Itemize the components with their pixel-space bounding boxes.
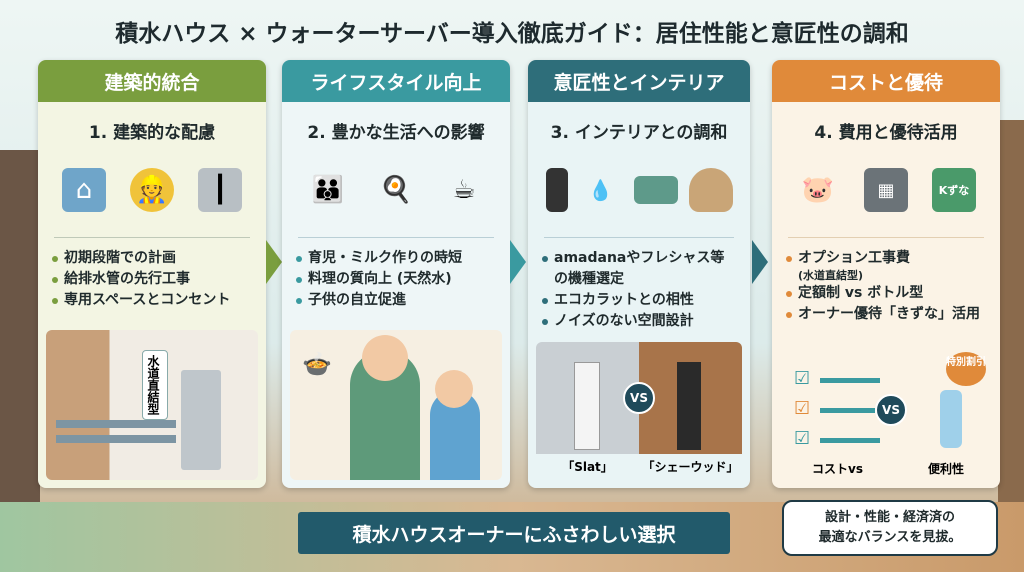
divider [788,237,984,238]
checkbox-icon: ☑ [794,368,811,389]
gift-icon: Kずな [932,168,976,212]
arrow-right-icon [510,240,526,284]
comparison-images: VS 「Slat」 「シェーウッド」 [536,342,742,482]
card-architectural: 建築的統合 1. 建築的な配慮 ⌂ 👷 ┃ 初期段階での計画 給排水管の先行工事… [38,60,266,488]
water-drop-icon: 💧 [588,178,613,202]
blueprint-house-icon: ⌂ [62,168,106,212]
card-subtitle: 1. 建築的な配慮 [88,123,216,143]
product-label: 「シェーウッド」 [642,460,739,474]
divider [54,237,250,238]
bottom-banner: 積水ハウスオーナーにふさわしい選択 [298,512,730,554]
bullet: 子供の自立促進 [294,290,498,311]
bullet: 料理の質向上 (天然水) [294,269,498,290]
cost-diagram: ☑ ☑ ☑ VS 特別割引 コストvs 便利性 [780,350,992,480]
arrow-right-icon [266,240,282,284]
piggy-bank-icon: 🐷 [801,175,835,205]
card-header: 建築的統合 [38,60,266,102]
checkbox-icon: ☑ [794,398,811,419]
vs-badge: VS [875,394,907,426]
sofa-icon [633,176,678,204]
type-label: 水道直結型 [142,350,168,420]
convenience-label: 便利性 [928,462,965,476]
bullet: ノイズのない空間設計 [540,311,738,332]
card-subtitle: 2. 豊かな生活への影響 [307,123,485,143]
divider [298,237,494,238]
plumbing-illustration: 水道直結型 [46,330,258,480]
bullet: 定額制 vs ボトル型 [784,283,988,304]
kitchen-icon: 🍳 [379,175,413,205]
pipe-icon: ┃ [198,168,242,212]
checkbox-icon: ☑ [794,428,811,449]
bullet-note: (水道直結型) [798,269,864,282]
card-interior: 意匠性とインテリア 3. インテリアとの調和 💧 amadanaやフレシャス等の… [528,60,750,488]
bullet: 専用スペースとコンセント [50,290,254,311]
card-header: ライフスタイル向上 [282,60,510,102]
water-server-icon [545,168,568,212]
card-cost: コストと優待 4. 費用と優待活用 🐷 ▦ Kずな オプション工事費(水道直結型… [772,60,1000,488]
bubble-line: 最適なバランスを見拔。 [818,530,962,545]
product-label: 「Slat」 [562,460,613,474]
soup-icon: 🍲 [302,350,332,378]
bubble-line: 設計・性能・経済済の [824,510,955,525]
background-house-left [0,150,40,570]
bullet: エコカラットとの相性 [540,290,738,311]
speech-bubble: 設計・性能・経済済の 最適なバランスを見拔。 [782,500,998,556]
water-bottle-icon [940,390,962,448]
bullet: オプション工事費(水道直結型) [784,248,988,283]
cost-label: コストvs [812,462,863,476]
card-header: 意匠性とインテリア [528,60,750,102]
background-house-right [998,120,1024,570]
calculator-icon: ▦ [864,168,908,212]
arrow-right-icon [752,240,768,284]
bullet: 育児・ミルク作りの時短 [294,248,498,269]
vs-badge: VS [623,382,655,414]
divider [544,237,734,238]
card-subtitle: 3. インテリアとの調和 [550,123,728,143]
family-illustration: 🍲 [290,330,502,480]
bullet: amadanaやフレシャス等の機種選定 [540,248,738,290]
bullet: オーナー優待「きずな」活用 [784,304,988,325]
page-title: 積水ハウス × ウォーターサーバー導入徹底ガイド：居住性能と意匠性の調和 [115,21,909,47]
bullet: 給排水管の先行工事 [50,269,254,290]
card-lifestyle: ライフスタイル向上 2. 豊かな生活への影響 👪 🍳 ☕ 育児・ミルク作りの時短… [282,60,510,488]
family-icon: 👪 [311,175,345,205]
bullet: 初期段階での計画 [50,248,254,269]
water-server-icon [181,370,221,470]
special-discount-badge: 特別割引 [946,352,986,386]
vase-icon [688,168,733,212]
card-subtitle: 4. 費用と優待活用 [814,123,958,143]
worker-icon: 👷 [130,168,174,212]
coffee-icon: ☕ [452,175,476,205]
card-header: コストと優待 [772,60,1000,102]
